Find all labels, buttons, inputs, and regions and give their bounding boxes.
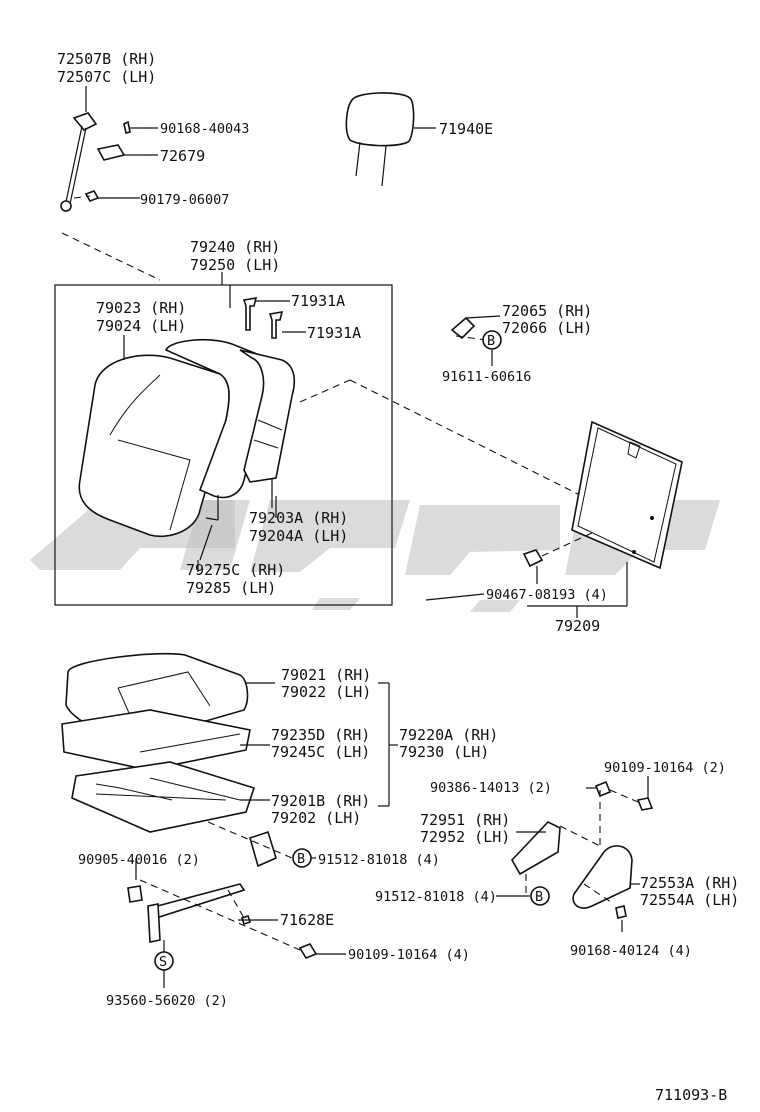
label-90386-14013: 90386-14013 (2) <box>430 780 552 796</box>
label-71628e: 71628E <box>280 911 334 929</box>
seat-cushion-frame <box>71 761 256 833</box>
marker-b-2: B <box>292 848 312 868</box>
label-72553a-rh: 72553A (RH) <box>640 874 739 892</box>
label-71931a-2: 71931A <box>307 324 361 342</box>
label-79202-lh: 79202 (LH) <box>271 809 361 827</box>
seatback-group-frame <box>54 284 393 606</box>
label-72066-lh: 72066 (LH) <box>502 319 592 337</box>
label-91512-81018-a: 91512-81018 (4) <box>318 852 440 868</box>
label-93560-56020: 93560-56020 (2) <box>106 993 228 1009</box>
marker-b-1: B <box>482 330 502 350</box>
label-91611-60616: 91611-60616 <box>442 369 531 385</box>
label-79204a-lh: 79204A (LH) <box>249 527 348 545</box>
clip-72679-part <box>96 144 126 161</box>
seat-cushion-pad <box>61 709 251 771</box>
svg-text:B: B <box>297 851 305 867</box>
part-labels: 72507B (RH) 72507C (LH) 90168-40043 7267… <box>57 50 739 1104</box>
label-71931a-1: 71931A <box>291 292 345 310</box>
seatback-pad <box>164 338 271 499</box>
bolt-90109-top <box>609 776 654 811</box>
label-79230-lh: 79230 (LH) <box>399 743 489 761</box>
label-90109-10164-2: 90109-10164 (2) <box>604 760 726 776</box>
label-91512-81018-b: 91512-81018 (4) <box>375 889 497 905</box>
label-79023-rh: 79023 (RH) <box>96 299 186 317</box>
label-90168-40124: 90168-40124 (4) <box>570 943 692 959</box>
marker-b-3: B <box>530 886 550 906</box>
label-71940e: 71940E <box>439 120 493 138</box>
svg-text:B: B <box>535 889 543 905</box>
label-72951-rh: 72951 (RH) <box>420 811 510 829</box>
marker-s: S <box>154 951 174 971</box>
side-cover-72553a <box>572 845 640 932</box>
label-90467-08193: 90467-08193 (4) <box>486 587 608 603</box>
clip-90467 <box>522 531 595 584</box>
side-bracket-72951 <box>511 780 612 894</box>
label-79203a-rh: 79203A (RH) <box>249 509 348 527</box>
label-79275c-rh: 79275C (RH) <box>186 561 285 579</box>
label-90905-40016: 90905-40016 (2) <box>78 852 200 868</box>
seat-track-bracket <box>127 821 318 988</box>
label-79245c-lh: 79245C (LH) <box>271 743 370 761</box>
seatbelt-guide-assembly <box>60 86 161 281</box>
label-72507-rh: 72507B (RH) <box>57 50 156 68</box>
belt-guide-part <box>72 112 98 131</box>
label-72679: 72679 <box>160 147 205 165</box>
headrest-71940e <box>345 92 436 187</box>
seatback-frame <box>239 349 296 508</box>
label-79201b-rh: 79201B (RH) <box>271 792 370 810</box>
label-72554a-lh: 72554A (LH) <box>640 891 739 909</box>
label-72507-lh: 72507C (LH) <box>57 68 156 86</box>
label-79220a-rh: 79220A (RH) <box>399 726 498 744</box>
label-90179-06007: 90179-06007 <box>140 192 229 208</box>
label-79209: 79209 <box>555 617 600 635</box>
belt-guide-rod <box>65 125 83 203</box>
headrest-support-71931a <box>242 297 306 339</box>
svg-text:B: B <box>487 333 495 349</box>
label-79250-lh: 79250 (LH) <box>190 256 280 274</box>
label-79235d-rh: 79235D (RH) <box>271 726 370 744</box>
recliner-knob <box>450 315 501 366</box>
seatback-board-79209 <box>527 420 683 618</box>
label-90168-40043: 90168-40043 <box>160 121 249 137</box>
label-79024-lh: 79024 (LH) <box>96 317 186 335</box>
label-72952-lh: 72952 (LH) <box>420 828 510 846</box>
svg-text:S: S <box>159 954 167 970</box>
label-90109-10164-4: 90109-10164 (4) <box>348 947 470 963</box>
label-79240-rh: 79240 (RH) <box>190 238 280 256</box>
label-79285-lh: 79285 (LH) <box>186 579 276 597</box>
figure-id: 711093-B <box>655 1086 727 1104</box>
leader-lines <box>140 127 596 955</box>
label-79021-rh: 79021 (RH) <box>281 666 371 684</box>
label-72065-rh: 72065 (RH) <box>502 302 592 320</box>
label-79022-lh: 79022 (LH) <box>281 683 371 701</box>
